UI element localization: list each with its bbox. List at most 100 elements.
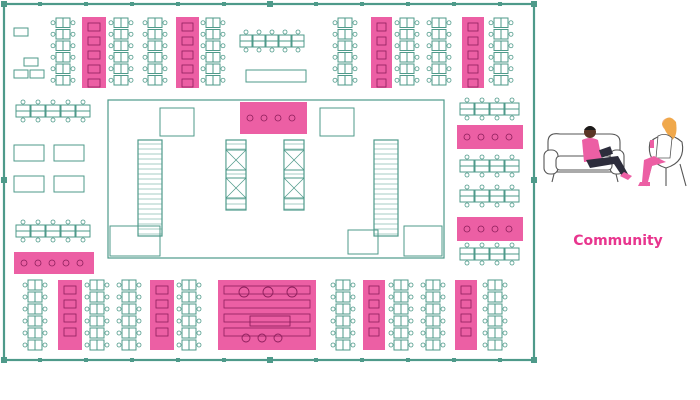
chair bbox=[128, 54, 134, 60]
desk bbox=[181, 291, 190, 303]
desk bbox=[393, 339, 402, 351]
desk bbox=[493, 75, 502, 86]
chair bbox=[35, 219, 41, 225]
desk bbox=[504, 108, 520, 116]
desk bbox=[493, 40, 502, 51]
chair bbox=[42, 306, 48, 312]
pink-desk bbox=[467, 50, 479, 60]
pink-desk bbox=[155, 327, 169, 337]
community-zone bbox=[150, 280, 174, 350]
column bbox=[84, 2, 88, 6]
chair bbox=[200, 77, 206, 83]
pink-seat bbox=[246, 114, 254, 122]
desk bbox=[212, 63, 221, 74]
pink-seat bbox=[477, 225, 485, 233]
chair bbox=[50, 20, 56, 26]
chair bbox=[176, 294, 182, 300]
room bbox=[159, 107, 195, 137]
pink-seat bbox=[477, 133, 485, 141]
desk bbox=[342, 303, 351, 315]
chair bbox=[502, 294, 508, 300]
desk bbox=[147, 40, 156, 51]
pink-desk bbox=[460, 299, 472, 309]
column bbox=[314, 358, 318, 362]
desk bbox=[205, 29, 214, 40]
desk bbox=[487, 291, 496, 303]
desk bbox=[337, 75, 346, 86]
desk bbox=[438, 75, 447, 86]
desk bbox=[425, 315, 434, 327]
desk bbox=[438, 52, 447, 63]
desk bbox=[62, 40, 71, 51]
desk bbox=[45, 224, 61, 232]
chair bbox=[65, 219, 71, 225]
desk bbox=[96, 279, 105, 291]
desk-cluster bbox=[84, 279, 110, 351]
chair bbox=[116, 294, 122, 300]
desk bbox=[399, 40, 408, 51]
chair bbox=[20, 237, 26, 243]
chair bbox=[446, 43, 452, 49]
chair bbox=[50, 66, 56, 72]
chair bbox=[136, 318, 142, 324]
chair bbox=[50, 237, 56, 243]
pants bbox=[586, 156, 628, 176]
chair bbox=[269, 47, 275, 53]
chair bbox=[196, 330, 202, 336]
desk bbox=[55, 52, 64, 63]
column bbox=[1, 357, 7, 363]
pink-seat bbox=[491, 133, 499, 141]
chair bbox=[420, 282, 426, 288]
chair bbox=[446, 66, 452, 72]
chair bbox=[394, 20, 400, 26]
chair bbox=[508, 54, 514, 60]
column bbox=[222, 2, 226, 6]
person-right bbox=[638, 117, 677, 186]
column bbox=[406, 358, 410, 362]
desk bbox=[400, 279, 409, 291]
desk bbox=[120, 75, 129, 86]
chair bbox=[488, 43, 494, 49]
chair bbox=[50, 54, 56, 60]
desk bbox=[252, 34, 266, 42]
desk bbox=[291, 40, 305, 48]
chair bbox=[479, 97, 485, 103]
sofa-leg bbox=[615, 173, 619, 183]
desk bbox=[504, 165, 520, 173]
desk bbox=[128, 303, 137, 315]
community-zone bbox=[82, 17, 106, 88]
chair bbox=[464, 154, 470, 160]
chair bbox=[408, 342, 414, 348]
pink-seat bbox=[288, 114, 296, 122]
chair bbox=[408, 330, 414, 336]
desk bbox=[474, 108, 490, 116]
desk bbox=[494, 279, 503, 291]
lounge-seat bbox=[23, 57, 39, 67]
chair bbox=[388, 342, 394, 348]
desk bbox=[399, 63, 408, 74]
desk bbox=[438, 40, 447, 51]
desk bbox=[500, 63, 509, 74]
desk bbox=[474, 253, 490, 261]
desk bbox=[406, 40, 415, 51]
pink-seat bbox=[505, 225, 513, 233]
chair bbox=[108, 66, 114, 72]
desk bbox=[399, 29, 408, 40]
chair bbox=[50, 77, 56, 83]
desk bbox=[147, 63, 156, 74]
chair bbox=[176, 306, 182, 312]
pink-seat bbox=[463, 133, 471, 141]
pink-desk bbox=[181, 64, 194, 74]
desk bbox=[60, 104, 76, 112]
desk bbox=[459, 159, 475, 167]
chair bbox=[116, 330, 122, 336]
chair bbox=[136, 282, 142, 288]
desk bbox=[459, 108, 475, 116]
chair bbox=[84, 306, 90, 312]
desk bbox=[459, 253, 475, 261]
chair bbox=[414, 66, 420, 72]
pink-seat bbox=[238, 286, 250, 298]
chair bbox=[508, 31, 514, 37]
desk bbox=[337, 52, 346, 63]
chair bbox=[350, 330, 356, 336]
